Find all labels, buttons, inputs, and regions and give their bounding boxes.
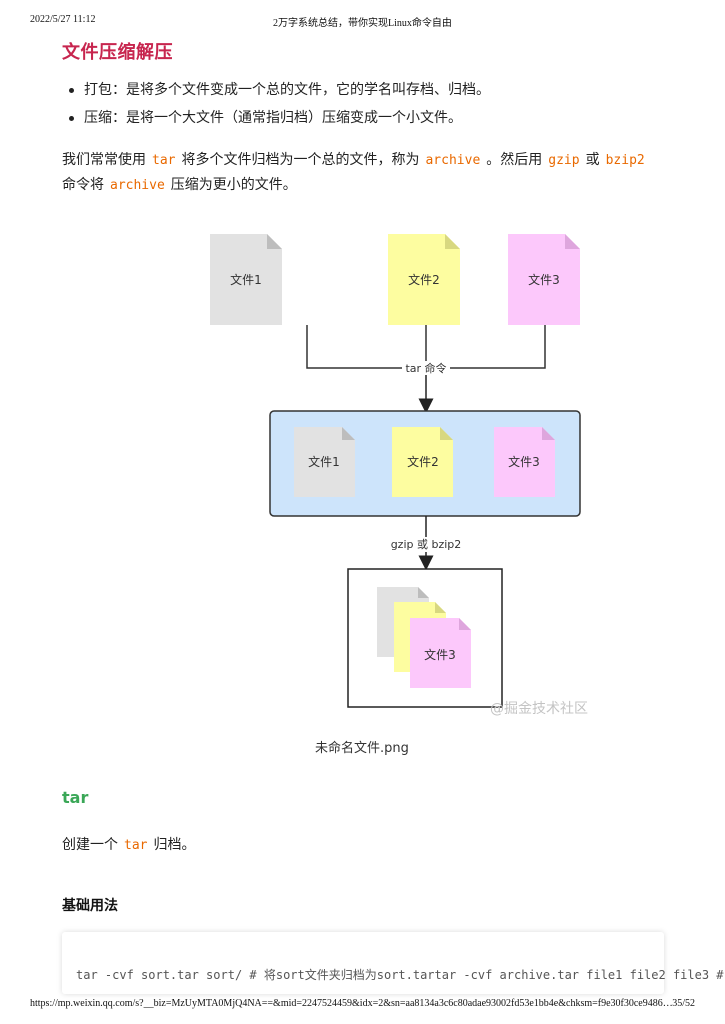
file-label: 文件1	[308, 454, 340, 469]
list-item: 打包：是将多个文件变成一个总的文件，它的学名叫存档、归档。	[62, 80, 662, 108]
page-number: 35/52	[672, 998, 695, 1009]
text-run: 命令将	[62, 177, 104, 193]
inline-code: tar	[152, 153, 176, 168]
basic-usage-heading: 基础用法	[62, 898, 118, 914]
text-run: 将多个文件归档为一个总的文件，称为	[181, 152, 420, 168]
bullet-list: 打包：是将多个文件变成一个总的文件，它的学名叫存档、归档。 压缩：是将一个大文件…	[62, 80, 662, 136]
file-label: 文件3	[424, 647, 456, 662]
tar-heading: tar	[62, 788, 89, 807]
inline-code: archive	[110, 178, 165, 193]
text-run: 或	[585, 152, 600, 168]
file-label: 文件3	[508, 454, 540, 469]
inline-code: bzip2	[605, 153, 645, 168]
print-url[interactable]: https://mp.weixin.qq.com/s?__biz=MzUyMTA…	[30, 998, 673, 1009]
inline-code: gzip	[548, 153, 580, 168]
file-icon: 文件3	[508, 234, 580, 325]
tar-command-label: tar 命令	[405, 361, 446, 375]
text-run: 。然后用	[486, 152, 543, 168]
text-run: 压缩为更小的文件。	[170, 177, 297, 193]
intro-paragraph: 我们常常使用 tar 将多个文件归档为一个总的文件，称为 archive 。然后用 gzi…	[62, 148, 662, 198]
file-icon: 文件3	[494, 427, 555, 497]
watermark: @掘金技术社区	[490, 701, 588, 717]
compress-command-label: gzip 或 bzip2	[391, 538, 462, 551]
text-run: 我们常常使用	[62, 152, 146, 168]
text-run: 创建一个	[62, 837, 118, 853]
file-icon: 文件2	[392, 427, 453, 497]
file-label: 文件1	[230, 272, 262, 287]
tar-description: 创建一个 tar 归档。	[62, 834, 195, 857]
file-label: 文件2	[407, 454, 439, 469]
file-label: 文件2	[408, 272, 440, 287]
section-title: 文件压缩解压	[62, 42, 173, 63]
print-footer: https://mp.weixin.qq.com/s?__biz=MzUyMTA…	[30, 998, 695, 1012]
print-datetime: 2022/5/27 11:12	[30, 14, 96, 25]
image-caption: 未命名文件.png	[315, 741, 409, 756]
file-icon: 文件3	[410, 618, 471, 688]
file-label: 文件3	[528, 272, 560, 287]
file-icon: 文件1	[210, 234, 282, 325]
file-icon: 文件1	[294, 427, 355, 497]
print-doc-title: 2万字系统总结，带你实现Linux命令自由	[273, 18, 452, 29]
tar-gzip-diagram: 文件1 文件2 文件3 tar 命令 文件1 文件2	[210, 234, 588, 717]
file-icon: 文件2	[388, 234, 460, 325]
inline-code: archive	[425, 153, 481, 168]
inline-code: tar	[124, 838, 148, 853]
code-line: tar -cvf sort.tar sort/ # 将sort文件夹归档为sor…	[76, 968, 724, 982]
print-header: 2022/5/27 11:12 2万字系统总结，带你实现Linux命令自由	[30, 14, 695, 30]
code-block[interactable]: tar -cvf sort.tar sort/ # 将sort文件夹归档为sor…	[62, 932, 724, 994]
list-item: 压缩：是将一个大文件（通常指归档）压缩变成一个小文件。	[62, 108, 662, 136]
text-run: 归档。	[153, 837, 196, 853]
